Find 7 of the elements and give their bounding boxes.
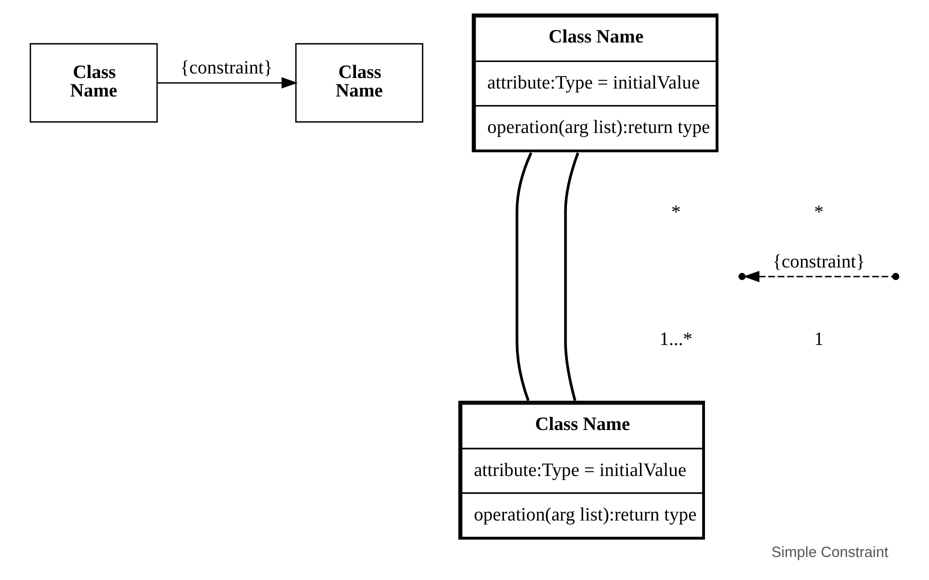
edge-label: {constraint} xyxy=(772,251,866,272)
caption: Simple Constraint xyxy=(771,544,888,561)
label: 1 xyxy=(814,329,824,350)
label: 1...* xyxy=(659,329,693,350)
label: * xyxy=(671,202,681,223)
label: * xyxy=(814,202,824,223)
edge-label: {constraint} xyxy=(180,58,273,79)
